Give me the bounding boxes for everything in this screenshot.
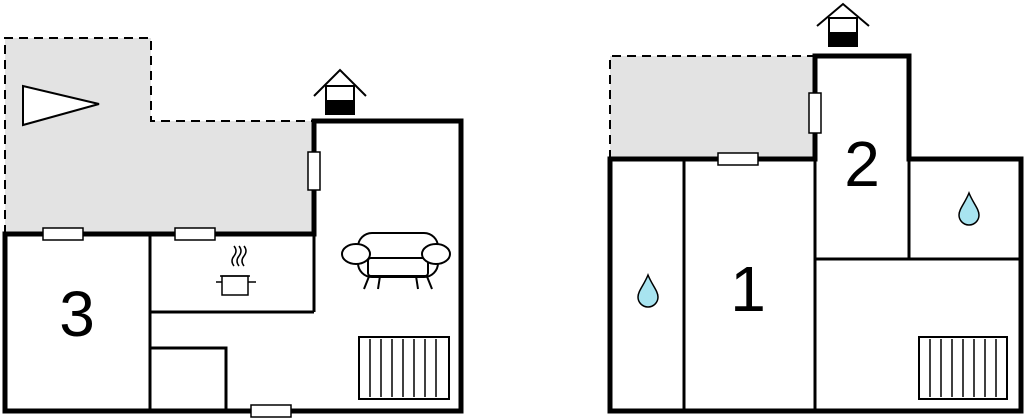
sofa-icon (341, 232, 451, 290)
radiator-icon (918, 336, 1008, 400)
house-entrance-icon (816, 2, 870, 47)
radiator-icon (358, 336, 450, 400)
window-icon (174, 227, 216, 241)
window-icon (42, 227, 84, 241)
room-number-1: 1 (730, 253, 766, 325)
room-number-3: 3 (59, 278, 95, 350)
room-number-2: 2 (844, 128, 880, 200)
left-inner-walls (148, 234, 316, 411)
water-drop-icon (637, 272, 659, 308)
left-terrace-area (5, 38, 314, 234)
cooking-pot-icon (216, 245, 256, 296)
window-icon (250, 404, 292, 418)
right-inner-walls (682, 159, 1021, 411)
left-floor-plan: 3 (2, 37, 464, 418)
right-terrace-dashed-outline (609, 55, 815, 159)
window-icon (307, 151, 321, 191)
right-floor-plan: 1 2 (607, 2, 1024, 414)
window-icon (717, 152, 759, 166)
triangle-pointer-icon (22, 84, 100, 127)
house-entrance-icon (313, 68, 367, 115)
right-terrace-area (610, 56, 815, 159)
window-icon (808, 92, 822, 134)
water-drop-icon (958, 190, 980, 226)
